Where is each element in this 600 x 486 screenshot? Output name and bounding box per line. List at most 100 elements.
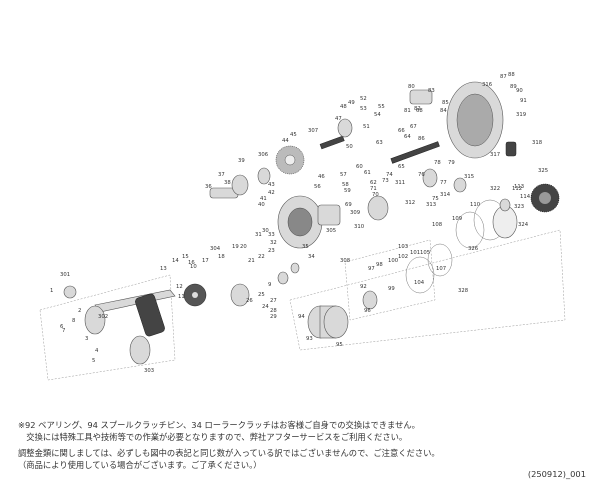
part-label-114: 114 bbox=[520, 194, 531, 200]
part-label-10: 10 bbox=[190, 264, 197, 270]
part-label-113: 113 bbox=[514, 184, 524, 190]
part-label-77: 77 bbox=[440, 180, 447, 186]
star-drag bbox=[183, 283, 207, 307]
part-label-56: 56 bbox=[314, 184, 321, 190]
part-label-42: 42 bbox=[268, 190, 275, 196]
note-service: 交換には特殊工具や技術等での作業が必要となりますので、弊社アフターサービスをご利… bbox=[18, 432, 408, 442]
part-label-43: 43 bbox=[268, 182, 275, 188]
part-label-305: 305 bbox=[326, 228, 336, 234]
part-label-323: 323 bbox=[514, 204, 524, 210]
part-label-312: 312 bbox=[405, 200, 415, 206]
part-label-22: 22 bbox=[258, 254, 265, 260]
part-label-14: 14 bbox=[172, 258, 179, 264]
part-label-53: 53 bbox=[360, 106, 367, 112]
part-label-19: 19 bbox=[232, 244, 239, 250]
part-label-89: 89 bbox=[510, 84, 517, 90]
diagram-code: (250912)_001 bbox=[527, 469, 586, 479]
part-label-11: 11 bbox=[178, 294, 185, 300]
part-label-39: 39 bbox=[238, 158, 245, 164]
part-label-34: 34 bbox=[308, 254, 315, 260]
part-label-325: 325 bbox=[538, 168, 548, 174]
note-shims: 調整金類に関しましては、必ずしも図中の表記と同じ数が入っている訳ではございません… bbox=[18, 448, 440, 458]
part-label-17: 17 bbox=[202, 258, 209, 264]
part-label-4: 4 bbox=[95, 348, 99, 354]
part-label-66: 66 bbox=[398, 128, 405, 134]
part-label-93: 93 bbox=[306, 336, 313, 342]
part-label-65: 65 bbox=[398, 164, 405, 170]
part-label-5: 5 bbox=[92, 358, 95, 364]
part-label-306: 306 bbox=[258, 152, 269, 158]
part-label-315: 315 bbox=[464, 174, 474, 180]
part-label-91: 91 bbox=[520, 98, 527, 104]
assembly-outlines bbox=[39, 229, 566, 381]
part-label-74: 74 bbox=[386, 172, 393, 178]
part-label-67: 67 bbox=[410, 124, 417, 130]
part-label-104: 104 bbox=[414, 280, 425, 286]
part-label-3: 3 bbox=[85, 336, 88, 342]
part-label-28: 28 bbox=[270, 308, 277, 314]
part-label-319: 319 bbox=[516, 112, 526, 118]
part-label-38: 38 bbox=[224, 180, 231, 186]
part-label-101: 101 bbox=[410, 250, 420, 256]
part-label-15: 15 bbox=[182, 254, 189, 260]
part-label-23: 23 bbox=[268, 248, 275, 254]
note-bearing-warning: ※92 ベアリング、94 スプールクラッチピン、34 ローラークラッチはお客様ご… bbox=[18, 420, 420, 430]
part-label-308: 308 bbox=[340, 258, 351, 264]
part-label-57: 57 bbox=[340, 172, 347, 178]
part-label-46: 46 bbox=[318, 174, 325, 180]
part-label-30: 30 bbox=[262, 228, 269, 234]
part-label-50: 50 bbox=[346, 144, 353, 150]
part-label-35: 35 bbox=[302, 244, 309, 250]
part-label-98: 98 bbox=[376, 262, 383, 268]
part-label-90: 90 bbox=[516, 88, 523, 94]
part-label-81: 81 bbox=[404, 108, 411, 114]
part-label-44: 44 bbox=[282, 138, 289, 144]
part-label-32: 32 bbox=[270, 240, 277, 246]
part-label-318: 318 bbox=[532, 140, 543, 146]
part-label-102: 102 bbox=[398, 254, 408, 260]
part-label-75: 75 bbox=[432, 196, 439, 202]
part-label-92: 92 bbox=[360, 284, 367, 290]
part-label-20: 20 bbox=[240, 244, 247, 250]
part-label-69: 69 bbox=[345, 202, 352, 208]
part-label-109: 109 bbox=[452, 216, 462, 222]
main-frame bbox=[277, 195, 341, 249]
part-label-100: 100 bbox=[388, 258, 399, 264]
part-label-29: 29 bbox=[270, 314, 277, 320]
part-label-97: 97 bbox=[368, 266, 375, 272]
part-label-41: 41 bbox=[260, 196, 267, 202]
part-label-326: 326 bbox=[468, 246, 479, 252]
part-label-324: 324 bbox=[518, 222, 529, 228]
part-label-88: 88 bbox=[508, 72, 515, 78]
part-label-309: 309 bbox=[350, 210, 360, 216]
part-label-78: 78 bbox=[434, 160, 441, 166]
part-label-73: 73 bbox=[382, 178, 389, 184]
part-label-55: 55 bbox=[378, 104, 385, 110]
part-label-26: 26 bbox=[246, 298, 253, 304]
part-label-103: 103 bbox=[398, 244, 408, 250]
part-label-307: 307 bbox=[308, 128, 318, 134]
part-label-61: 61 bbox=[364, 170, 371, 176]
part-label-110: 110 bbox=[470, 202, 481, 208]
part-label-313: 313 bbox=[426, 202, 436, 208]
part-label-58: 58 bbox=[342, 182, 349, 188]
part-label-49: 49 bbox=[348, 100, 355, 106]
part-label-310: 310 bbox=[354, 224, 365, 230]
part-label-33: 33 bbox=[268, 232, 275, 238]
part-label-31: 31 bbox=[255, 232, 262, 238]
part-label-64: 64 bbox=[404, 134, 411, 140]
part-label-82: 82 bbox=[414, 106, 421, 112]
part-label-112: 112 bbox=[512, 186, 522, 192]
spool bbox=[307, 305, 349, 339]
right-side-plate bbox=[409, 81, 517, 159]
part-label-80: 80 bbox=[408, 84, 415, 90]
part-label-9: 9 bbox=[268, 282, 271, 288]
part-label-95: 95 bbox=[336, 342, 343, 348]
part-label-21: 21 bbox=[248, 258, 255, 264]
part-label-2: 2 bbox=[78, 308, 81, 314]
part-label-303: 303 bbox=[144, 368, 154, 374]
part-label-68: 68 bbox=[416, 108, 423, 114]
part-label-71: 71 bbox=[370, 186, 377, 192]
part-label-27: 27 bbox=[270, 298, 277, 304]
